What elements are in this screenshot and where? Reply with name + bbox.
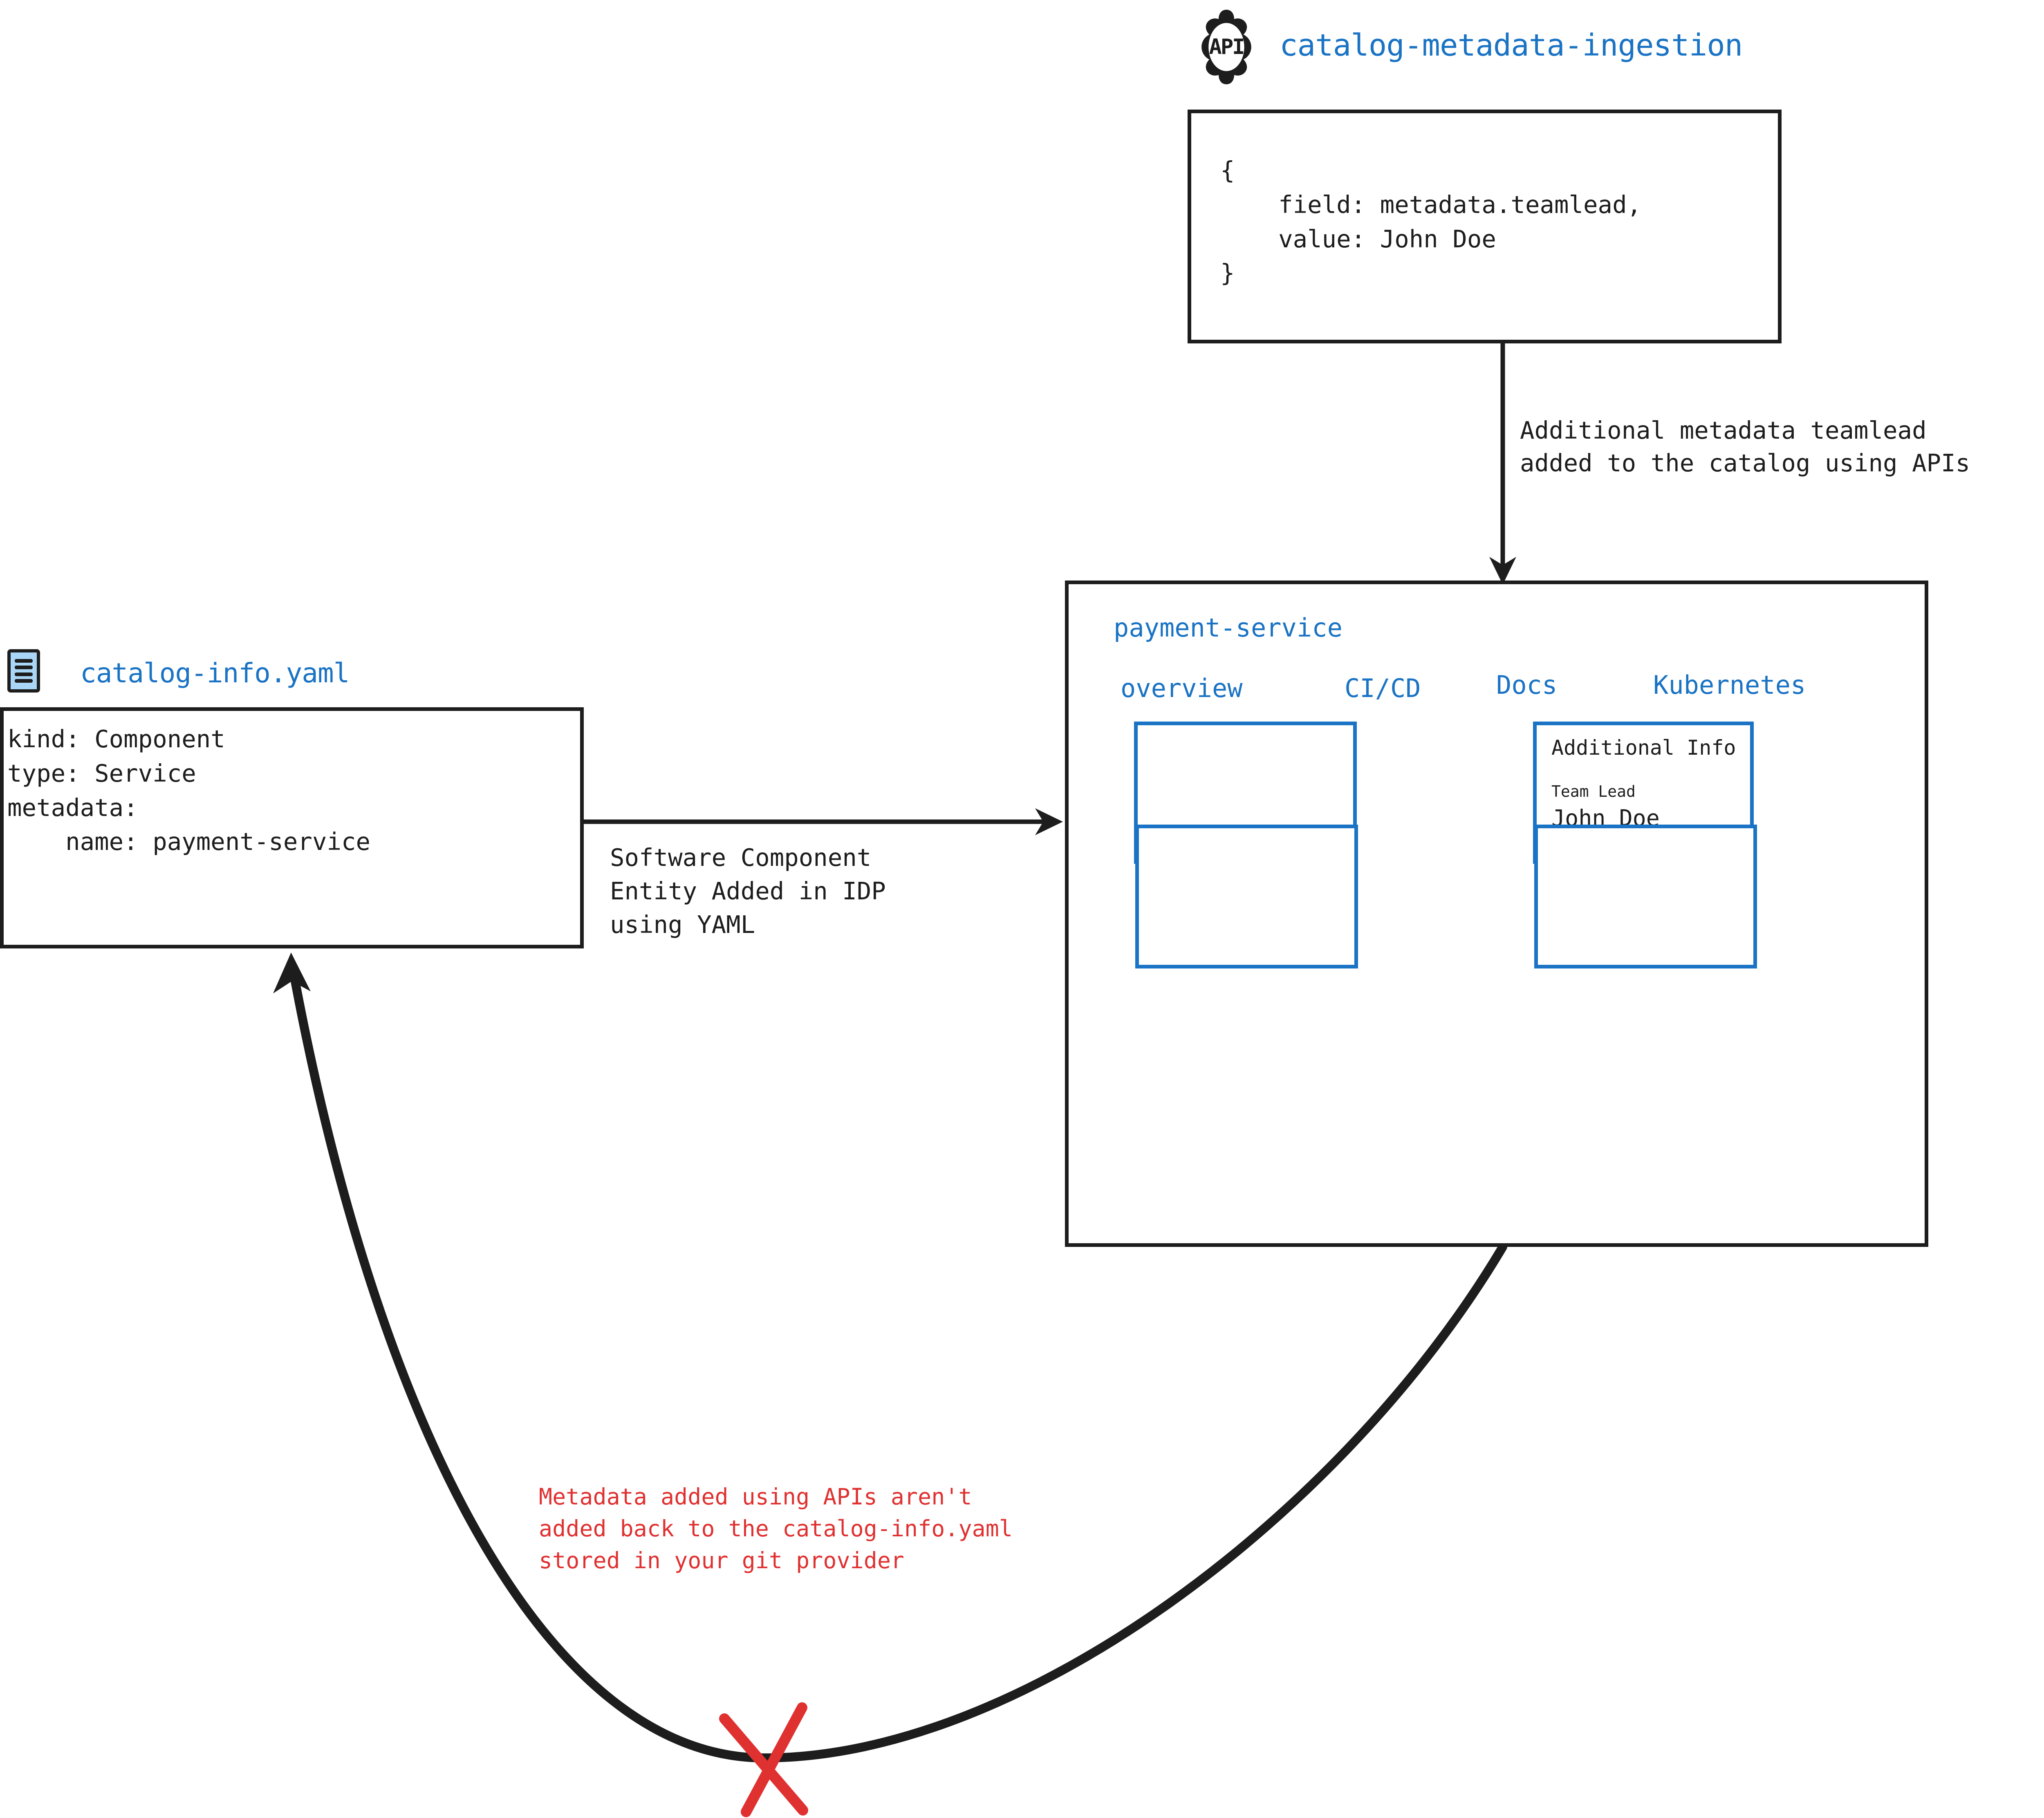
card-additional-info-title: Additional Info — [1551, 736, 1736, 760]
red-x-cross-icon — [719, 1702, 808, 1817]
tab-cicd[interactable]: CI/CD — [1345, 673, 1421, 703]
api-arrow-label-line1: Additional metadata teamlead — [1520, 416, 1927, 444]
api-gear-icon: API — [1188, 8, 1265, 86]
yaml-source-group: catalog-info.yaml kind: Component type: … — [0, 649, 584, 952]
yaml-arrow-label-line1: Software Component — [610, 843, 872, 872]
api-source-title: catalog-metadata-ingestion — [1280, 28, 1743, 63]
feedback-warning-line2: added back to the catalog-info.yaml — [539, 1515, 1013, 1542]
yaml-icon-line — [15, 672, 33, 676]
yaml-icon-line — [15, 679, 33, 683]
yaml-file-icon — [7, 649, 40, 693]
yaml-content-code: kind: Component type: Service metadata: … — [7, 725, 371, 856]
team-lead-label: Team Lead — [1551, 782, 1636, 800]
feedback-warning-line3: stored in your git provider — [539, 1547, 905, 1574]
tab-kubernetes[interactable]: Kubernetes — [1653, 670, 1806, 700]
api-arrow-label-line2: added to the catalog using APIs — [1520, 449, 1970, 477]
yaml-source-title: catalog-info.yaml — [80, 657, 350, 689]
card-bottom-right[interactable] — [1534, 825, 1757, 968]
tab-overview[interactable]: overview — [1121, 673, 1243, 703]
api-source-group: API catalog-metadata-ingestion { field: … — [1188, 8, 1784, 347]
card-bottom-left[interactable] — [1135, 825, 1358, 968]
yaml-icon-line — [15, 666, 33, 670]
yaml-content-box — [0, 707, 584, 948]
tab-docs[interactable]: Docs — [1496, 670, 1558, 700]
page-title: payment-service — [1114, 613, 1342, 643]
yaml-to-panel-arrow — [584, 808, 1063, 835]
api-to-panel-arrow — [1489, 343, 1516, 585]
yaml-arrow-label-line2: Entity Added in IDP — [610, 877, 886, 905]
idp-panel: payment-service overview CI/CD Docs Kube… — [1065, 581, 1928, 1247]
yaml-icon-line — [15, 659, 33, 663]
api-payload-box — [1188, 110, 1782, 343]
feedback-warning-line1: Metadata added using APIs aren't — [539, 1484, 972, 1510]
api-gear-icon-label: API — [1209, 35, 1245, 59]
api-payload-code: { field: metadata.teamlead, value: John … — [1220, 156, 1642, 287]
yaml-arrow-label-line3: using YAML — [610, 910, 755, 939]
